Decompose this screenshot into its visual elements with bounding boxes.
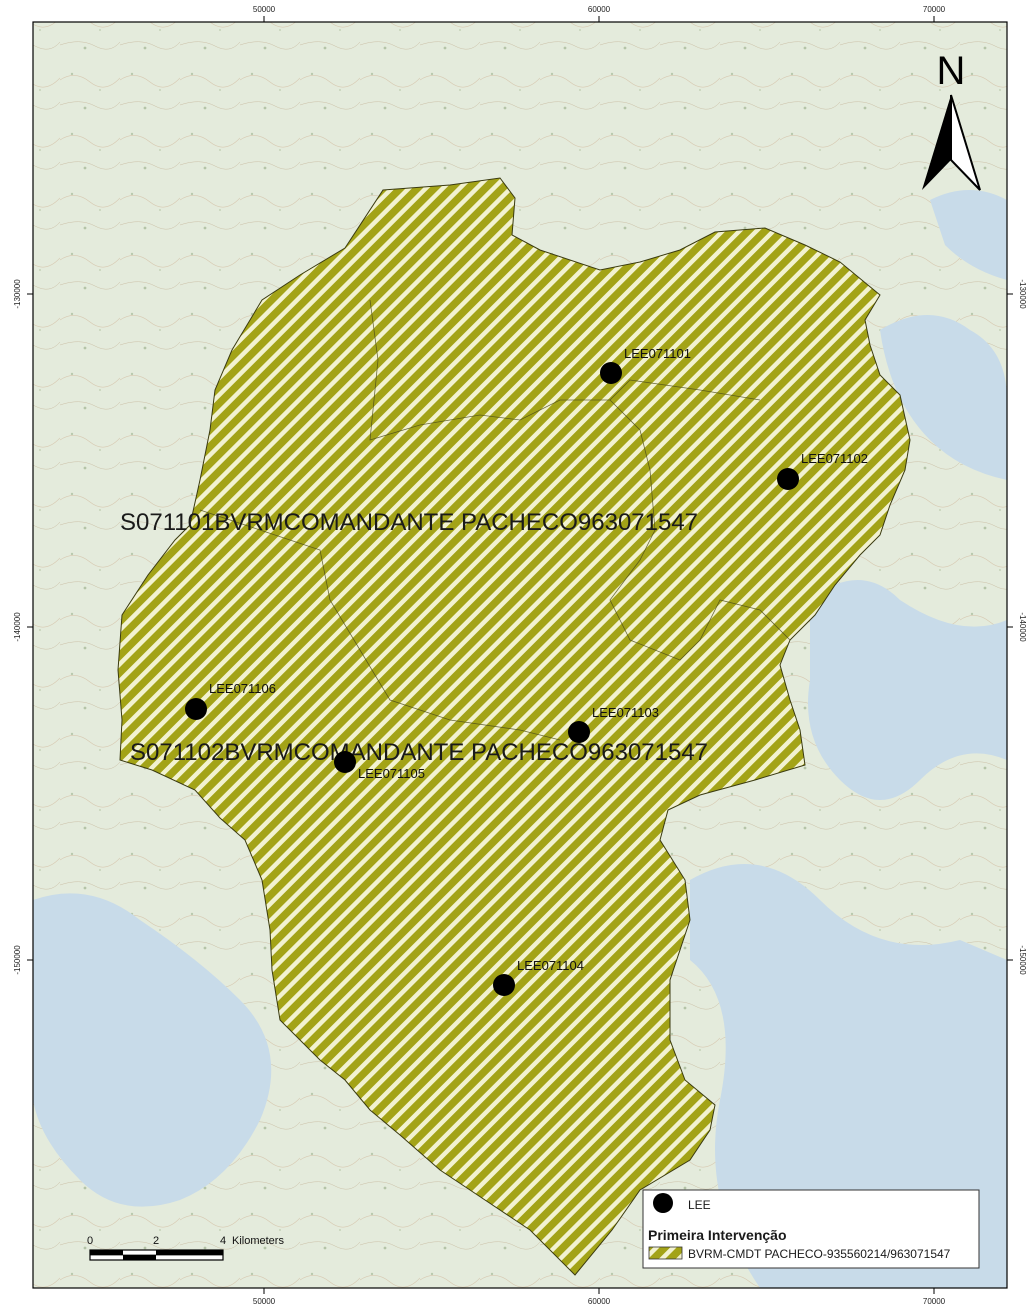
map-frame xyxy=(32,21,1008,1289)
bottom-tick-3: 70000 xyxy=(923,1297,946,1306)
scale-tick-0: 0 xyxy=(87,1235,93,1247)
scale-unit: Kilometers xyxy=(232,1235,284,1247)
zone-label-2: S071102BVRMCOMANDANTE PACHECO963071547 xyxy=(130,739,708,766)
legend-point-symbol xyxy=(653,1193,673,1213)
left-tick-2: -140000 xyxy=(13,612,22,642)
right-tick-3: -150000 xyxy=(1018,945,1027,975)
left-tick-1: -130000 xyxy=(13,279,22,309)
point-label-lee071102: LEE071102 xyxy=(801,451,868,466)
top-tick-3: 70000 xyxy=(923,5,946,14)
point-lee071105[interactable] xyxy=(334,751,356,773)
reservoir-northeast xyxy=(880,315,1007,480)
point-lee071102[interactable] xyxy=(777,468,799,490)
axis-ticks xyxy=(27,16,1013,1294)
intervention-area xyxy=(117,177,911,1276)
scale-tick-2: 2 xyxy=(153,1235,159,1247)
left-tick-3: -150000 xyxy=(13,945,22,975)
point-label-lee071104: LEE071104 xyxy=(517,958,584,973)
scale-bar xyxy=(89,1249,224,1261)
point-lee071104[interactable] xyxy=(493,974,515,996)
legend-area-label: BVRM-CMDT PACHECO-935560214/963071547 xyxy=(688,1247,951,1261)
north-arrow-icon: N xyxy=(922,49,981,191)
bottom-tick-2: 60000 xyxy=(588,1297,611,1306)
bottom-tick-1: 50000 xyxy=(253,1297,276,1306)
reservoir-southwest xyxy=(33,893,272,1207)
top-tick-1: 50000 xyxy=(253,5,276,14)
legend-area-swatch xyxy=(648,1246,683,1260)
reservoir-southeast xyxy=(690,864,1007,1288)
right-tick-1: -130000 xyxy=(1018,279,1027,309)
zone-label-1: S071101BVRMCOMANDANTE PACHECO963071547 xyxy=(120,509,698,536)
legend: LEE Primeira Intervenção BVRM-CMDT PACHE… xyxy=(642,1189,980,1269)
top-tick-2: 60000 xyxy=(588,5,611,14)
point-label-lee071101: LEE071101 xyxy=(624,346,691,361)
point-label-lee071103: LEE071103 xyxy=(592,705,659,720)
lee-points: LEE071101 LEE071102 LEE071103 LEE071104 … xyxy=(185,346,868,996)
scale-tick-4: 4 xyxy=(220,1235,226,1247)
internal-boundaries xyxy=(199,299,791,741)
legend-section-title: Primeira Intervenção xyxy=(648,1227,787,1243)
legend-point-label: LEE xyxy=(688,1198,711,1212)
point-lee071103[interactable] xyxy=(568,721,590,743)
reservoir-east xyxy=(808,580,1007,800)
point-lee071101[interactable] xyxy=(600,362,622,384)
north-label: N xyxy=(937,49,966,93)
right-tick-2: -140000 xyxy=(1018,612,1027,642)
point-lee071106[interactable] xyxy=(185,698,207,720)
point-label-lee071105: LEE071105 xyxy=(358,766,425,781)
point-label-lee071106: LEE071106 xyxy=(209,681,276,696)
reservoir-north xyxy=(930,190,1007,280)
